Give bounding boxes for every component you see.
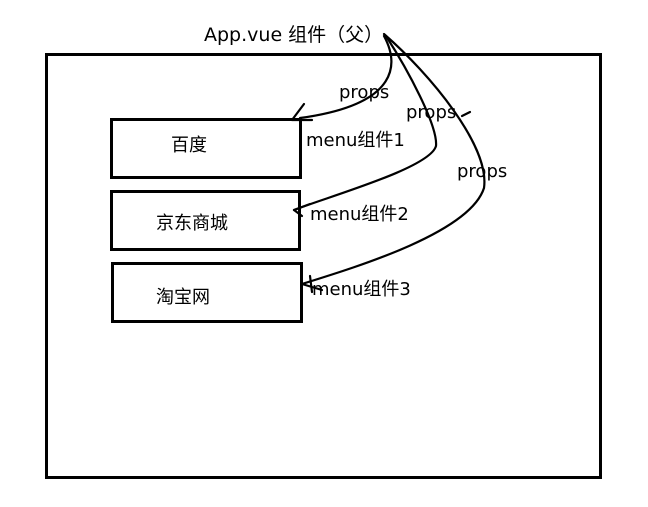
props-arrow-3-head [300, 274, 324, 294]
props-label-3: props [457, 161, 508, 182]
parent-container [45, 53, 602, 479]
props-label-1: props [339, 82, 390, 103]
props-arrow-1-head [290, 102, 314, 122]
menu-item-jd: 京东商城 [156, 213, 228, 234]
props-tick-mark [460, 110, 472, 118]
menu-component-label-1: menu组件1 [306, 130, 405, 151]
menu-box-1: 百度 [110, 118, 302, 179]
props-arrow-2-head [292, 202, 312, 218]
menu-box-2: 京东商城 [110, 190, 301, 251]
menu-item-taobao: 淘宝网 [156, 287, 210, 308]
menu-component-label-3: menu组件3 [312, 279, 411, 300]
parent-component-title: App.vue 组件（父） [204, 24, 384, 46]
props-arrow-1 [298, 34, 393, 120]
menu-item-baidu: 百度 [171, 135, 207, 156]
props-arrow-2 [292, 34, 438, 212]
props-arrow-3 [300, 32, 486, 286]
menu-component-label-2: menu组件2 [310, 204, 409, 225]
menu-box-3: 淘宝网 [111, 262, 303, 323]
props-label-2: props [406, 102, 457, 123]
